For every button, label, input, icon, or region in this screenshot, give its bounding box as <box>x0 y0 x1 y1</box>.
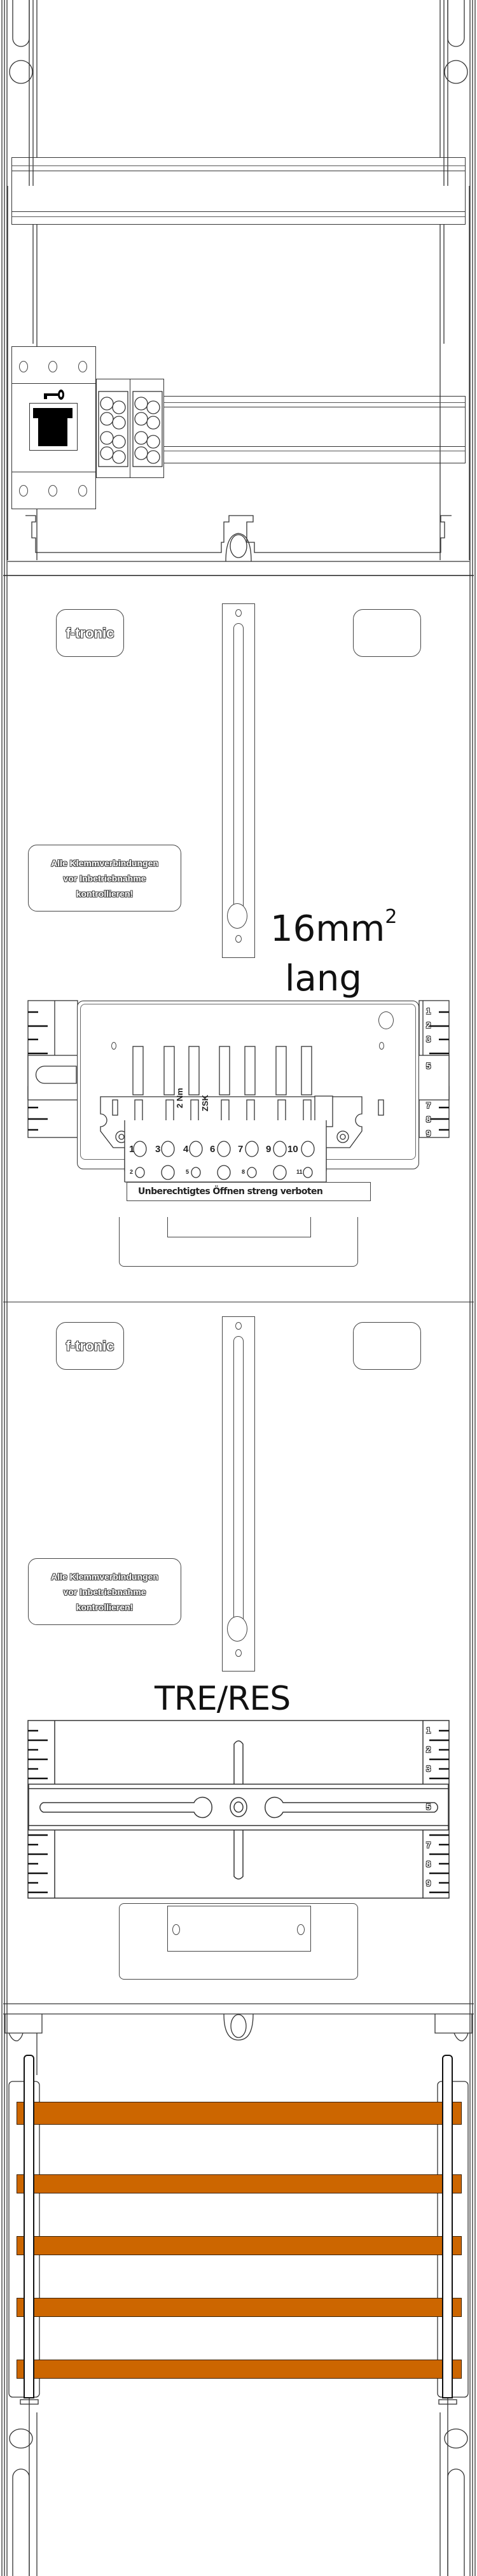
scale-number: 1 <box>426 1006 431 1016</box>
blank-label <box>353 609 421 657</box>
slot-hole <box>235 1649 242 1657</box>
scale-number: 9 <box>426 1878 431 1888</box>
key-icon <box>44 390 64 400</box>
terminal-number-small: 8 <box>242 1169 245 1175</box>
vertical-slot-bar <box>222 1316 255 1672</box>
blank-label <box>353 1322 421 1370</box>
switch-handle-window <box>29 403 78 451</box>
slot-keyhole <box>227 903 247 929</box>
scale-number: 9 <box>426 1129 431 1138</box>
terminal-number: 3 <box>155 1144 161 1155</box>
terminal-hole <box>19 361 28 372</box>
tre-res-tray <box>119 1903 358 1980</box>
vertical-slot-bar <box>222 603 255 958</box>
scale-number: 2 <box>426 1745 431 1754</box>
tray-hole <box>297 1924 305 1935</box>
terminal-number: 4 <box>183 1144 189 1155</box>
terminal-block-group <box>96 379 164 478</box>
busbar-pe <box>17 2360 462 2379</box>
meter-seal-hole <box>378 1011 394 1029</box>
slot <box>233 623 244 916</box>
scale-number: 5 <box>426 1061 431 1071</box>
mount-hole <box>111 1042 116 1050</box>
scale-number: 2 <box>426 1020 431 1030</box>
brand-text: f-tronic <box>66 624 114 641</box>
din-rail-lip-bottom <box>12 446 465 451</box>
terminal-number-small: 5 <box>186 1169 190 1175</box>
warning-line-2: vor Inbetriebnahme <box>63 873 146 883</box>
meter-tray <box>119 1217 358 1267</box>
busbar-l3 <box>17 2236 462 2255</box>
panel-divider <box>3 575 474 576</box>
scale-number: 3 <box>426 1034 431 1044</box>
terminal-number: 1 <box>129 1144 135 1155</box>
brand-label: f-tronic <box>56 609 124 657</box>
mounting-bracket-bottom <box>3 2003 474 2075</box>
terminal-number: 10 <box>287 1144 298 1155</box>
slot-hole <box>235 935 242 943</box>
scale-number: 7 <box>426 1101 431 1110</box>
terminal-number: 9 <box>266 1144 272 1155</box>
terminal-block-holes <box>98 391 163 467</box>
terminal-hole <box>78 485 87 496</box>
switch-bottom-terminals <box>12 472 95 509</box>
tre-res-title: TRE/RES <box>155 1680 291 1718</box>
din-rail-lip-bottom <box>12 211 465 217</box>
busbar-insulator-left <box>24 2055 34 2398</box>
terminal-number: 7 <box>238 1144 244 1155</box>
switch-top-terminals <box>12 347 95 384</box>
tray-hole <box>172 1924 180 1935</box>
busbar-l1 <box>17 2102 462 2125</box>
din-rail-lip-top <box>12 165 465 171</box>
busbar-n <box>17 2298 462 2317</box>
scale-number: 3 <box>426 1764 431 1773</box>
warning-label: Alle Klemmverbindungen vor Inbetriebnahm… <box>28 1558 181 1625</box>
warning-line-3: kontrollieren! <box>76 888 134 899</box>
warning-label: Alle Klemmverbindungen vor Inbetriebnahm… <box>28 845 181 911</box>
cable-note-line-1: 16mm2 <box>270 908 397 950</box>
slot-hole <box>235 1322 242 1330</box>
cable-size-text: 16mm <box>270 908 385 950</box>
warning-line-1: Alle Klemmverbindungen <box>51 1571 158 1582</box>
top-din-rail <box>11 157 466 225</box>
brand-label: f-tronic <box>56 1322 124 1370</box>
terminal-hole <box>78 361 87 372</box>
busbar-l2 <box>17 2174 462 2193</box>
brand-text: f-tronic <box>66 1337 114 1354</box>
terminal-hole <box>48 485 57 496</box>
slot-keyhole <box>227 1616 247 1642</box>
scale-number: 5 <box>426 1802 431 1812</box>
terminal-hole <box>48 361 57 372</box>
mounting-bracket-top <box>3 515 474 576</box>
terminal-number-small: 2 <box>130 1169 134 1175</box>
tray-inner <box>167 1217 311 1237</box>
unauthorized-warning-label: Unberechtigtes Öffnen streng verboten <box>127 1182 371 1201</box>
switch-handle[interactable] <box>33 408 73 418</box>
zsk-text: ZSK <box>200 1095 210 1111</box>
tray-inner <box>167 1906 311 1952</box>
mount-hole <box>379 1042 384 1050</box>
torque-text: 2 Nm <box>175 1088 184 1108</box>
warning-line-3: kontrollieren! <box>76 1601 134 1612</box>
slot <box>233 1336 244 1629</box>
scale-number: 1 <box>426 1726 431 1735</box>
switch-handle-body[interactable] <box>38 418 67 446</box>
warning-line-2: vor Inbetriebnahme <box>63 1586 146 1597</box>
cable-size-superscript: 2 <box>385 906 398 928</box>
unauthorized-warning-text: Unberechtigtes Öffnen streng verboten <box>138 1186 323 1197</box>
main-switch[interactable] <box>11 346 96 509</box>
cable-note-line-2: lang <box>285 958 362 999</box>
busbar-insulator-right <box>442 2055 453 2398</box>
scale-number: 7 <box>426 1840 431 1850</box>
terminal-hole <box>19 485 28 496</box>
terminal-number-small: 11 <box>296 1169 303 1175</box>
din-rail-lip-top <box>12 402 465 407</box>
slot-hole <box>235 609 242 617</box>
warning-line-1: Alle Klemmverbindungen <box>51 857 158 868</box>
terminal-number: 6 <box>210 1144 216 1155</box>
scale-number: 8 <box>426 1115 431 1124</box>
tre-res-module <box>27 1720 450 1899</box>
scale-number: 8 <box>426 1859 431 1869</box>
